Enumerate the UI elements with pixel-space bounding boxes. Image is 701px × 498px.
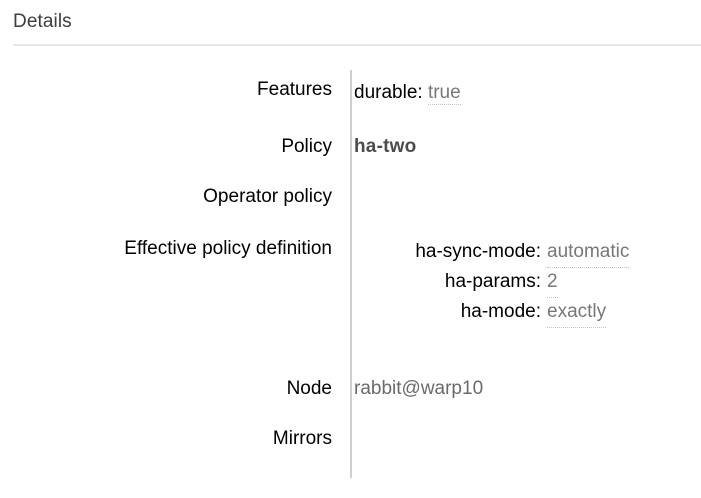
kv-key: ha-sync-mode: [354,238,547,268]
detail-row-node: Node rabbit@warp10 [0,375,701,425]
label-policy: Policy [281,136,332,157]
kv-item: ha-params:2 [354,268,701,298]
mirrors-value [354,425,701,426]
detail-row-mirrors: Mirrors [0,425,701,473]
kv-value[interactable]: automatic [547,238,630,268]
value-node: rabbit@warp10 [332,375,701,400]
detail-row-policy: Policy ha-two [0,133,701,183]
features-kv-list: durable: true [354,79,701,107]
effective-policy-kv-list: ha-sync-mode:automatic ha-params:2 ha-mo… [354,238,701,328]
kv-separator: : [417,82,423,103]
label-node: Node [286,378,332,399]
label-mirrors: Mirrors [272,428,332,449]
value-effective-policy-definition: ha-sync-mode:automatic ha-params:2 ha-mo… [332,235,701,328]
kv-key: ha-mode: [354,298,547,328]
kv-item: ha-mode:exactly [354,298,701,328]
operator-policy-value [354,183,701,184]
kv-item: durable: true [354,79,701,107]
kv-value[interactable]: exactly [547,298,607,328]
details-grid: Features durable: true Policy ha-two Ope… [0,70,701,473]
value-features: durable: true [332,70,701,107]
kv-key-text: ha-sync-mode [415,241,536,262]
node-value: rabbit@warp10 [354,378,484,399]
kv-value[interactable]: 2 [547,268,558,298]
column-divider [350,70,352,478]
detail-row-operator-policy: Operator policy [0,183,701,235]
value-policy: ha-two [332,133,701,158]
kv-separator: : [535,271,541,292]
kv-key: ha-params: [354,268,547,298]
label-features: Features [257,79,332,100]
policy-link[interactable]: ha-two [354,136,417,157]
kv-key-text: ha-params [444,271,536,292]
kv-value[interactable]: true [427,82,461,105]
detail-row-effective-policy-definition: Effective policy definition ha-sync-mode… [0,235,701,375]
page-title: Details [13,11,72,32]
kv-key: durable [354,82,418,103]
value-operator-policy [332,183,701,184]
value-mirrors [332,425,701,426]
label-effective-policy-definition: Effective policy definition [124,238,332,259]
kv-separator: : [535,301,541,322]
kv-separator: : [535,241,541,262]
detail-row-features: Features durable: true [0,70,701,133]
kv-key-text: ha-mode [460,301,536,322]
kv-item: ha-sync-mode:automatic [354,238,701,268]
label-operator-policy: Operator policy [203,186,332,207]
heading-divider [13,44,701,46]
